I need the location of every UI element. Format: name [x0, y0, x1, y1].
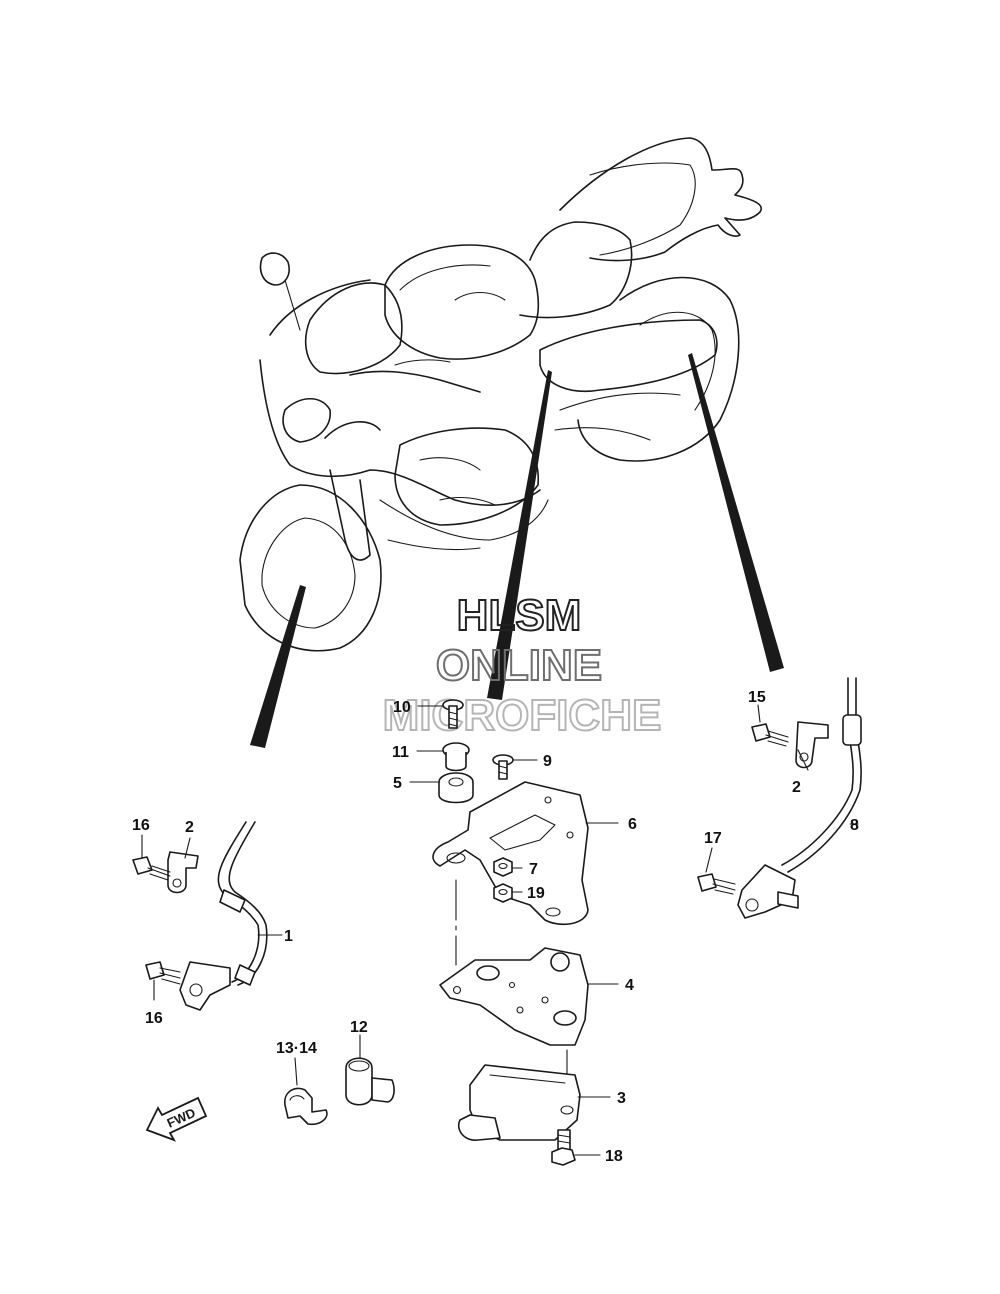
watermark-line1: HLSM — [457, 591, 582, 640]
callout-10: 10 — [393, 699, 411, 716]
callout-12: 12 — [350, 1019, 368, 1036]
watermark: HLSM ONLINE MICROFICHE — [382, 590, 663, 741]
callout-15: 15 — [748, 689, 766, 706]
watermark-line3: MICROFICHE — [383, 691, 662, 740]
callout-2-rear: 2 — [792, 779, 801, 796]
fwd-arrow-icon: FWD — [145, 1096, 208, 1142]
watermark-line2: ONLINE — [436, 641, 602, 690]
center-module-group — [409, 699, 619, 1166]
callout-16-bottom: 16 — [145, 1010, 163, 1027]
callout-11: 11 — [392, 744, 409, 761]
rear-sensor-group — [697, 677, 862, 919]
leader-wedges — [250, 353, 784, 748]
front-sensor-group — [132, 821, 283, 1011]
callout-18: 18 — [605, 1148, 623, 1165]
callout-8: 8 — [850, 817, 859, 834]
callout-5: 5 — [393, 775, 402, 792]
callout-labels: 1 2 2 3 4 5 6 7 8 9 10 11 12 13·14 15 16… — [132, 689, 859, 1165]
callout-2-front: 2 — [185, 819, 194, 836]
clip-group — [284, 1034, 395, 1126]
callout-1: 1 — [284, 928, 293, 945]
callout-16-top: 16 — [132, 817, 150, 834]
callout-7: 7 — [529, 861, 538, 878]
callout-6: 6 — [628, 816, 637, 833]
callout-9: 9 — [543, 753, 552, 770]
callout-19: 19 — [527, 885, 545, 902]
callout-17: 17 — [704, 830, 722, 847]
callout-3: 3 — [617, 1090, 626, 1107]
motorcycle-outline — [239, 137, 762, 652]
callout-4: 4 — [625, 977, 634, 994]
callout-13-14: 13·14 — [276, 1040, 317, 1057]
